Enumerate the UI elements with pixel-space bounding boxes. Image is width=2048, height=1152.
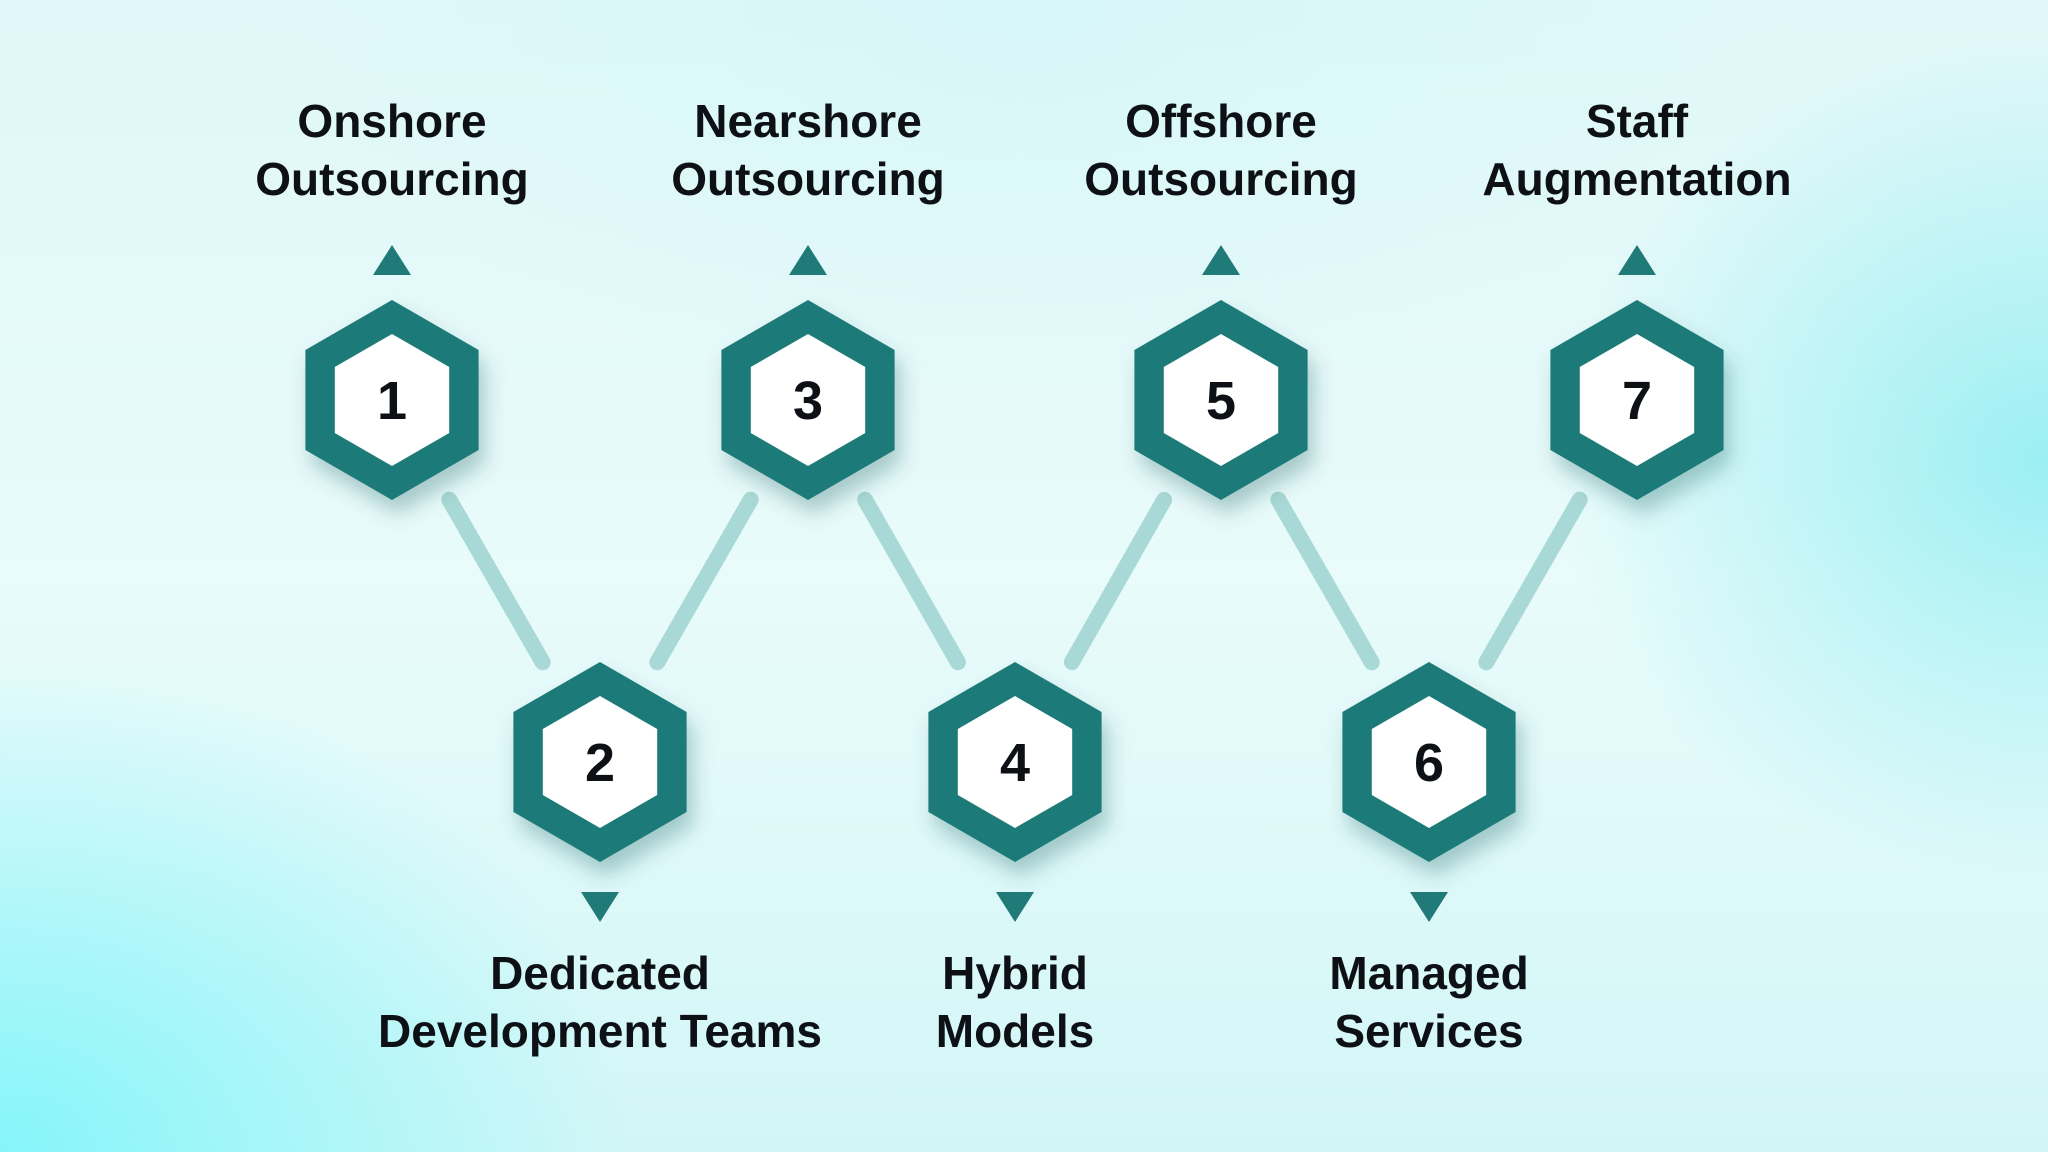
hexagon-inner [1579, 334, 1695, 466]
step-label-line: Onshore [297, 95, 487, 147]
triangle-down-icon [581, 892, 619, 922]
connector-line-6-7 [1478, 491, 1588, 671]
step-number: 6 [1414, 733, 1444, 793]
step-number: 7 [1622, 371, 1652, 431]
hexagon-inner [750, 334, 866, 466]
connector-group [441, 491, 1588, 671]
connector-line-5-6 [1270, 491, 1380, 671]
step-label-line: Outsourcing [671, 153, 945, 205]
step-node-5: 5 [1134, 245, 1308, 500]
triangle-up-icon [789, 245, 827, 275]
triangle-up-icon [1202, 245, 1240, 275]
step-number: 3 [793, 371, 823, 431]
step-label-line: Models [935, 1005, 1095, 1057]
hexagon-inner [1163, 334, 1279, 466]
node-group: 1 2 3 4 5 6 7 [305, 245, 1724, 922]
step-number: 1 [377, 371, 407, 431]
connector-line-2-3 [649, 491, 759, 671]
step-label-line: Nearshore [694, 95, 922, 147]
triangle-down-icon [1410, 892, 1448, 922]
step-label-line: Augmentation [1482, 153, 1792, 205]
step-number: 2 [585, 733, 615, 793]
step-node-2: 2 [513, 662, 687, 922]
step-node-6: 6 [1342, 662, 1516, 922]
hexagon-inner [542, 696, 658, 828]
step-label-line: Dedicated [490, 947, 710, 999]
step-node-4: 4 [928, 662, 1102, 922]
step-number: 5 [1206, 371, 1236, 431]
step-label-line: Services [1334, 1005, 1524, 1057]
step-label-line: Hybrid [942, 947, 1088, 999]
connector-line-1-2 [441, 491, 551, 671]
triangle-down-icon [996, 892, 1034, 922]
step-node-3: 3 [721, 245, 895, 500]
triangle-up-icon [1618, 245, 1656, 275]
step-label-line: Outsourcing [255, 153, 529, 205]
connector-line-3-4 [857, 491, 966, 671]
step-label-line: Staff [1585, 95, 1689, 147]
triangle-up-icon [373, 245, 411, 275]
connector-line-4-5 [1063, 491, 1173, 671]
step-label-line: Outsourcing [1084, 153, 1358, 205]
step-node-1: 1 [305, 245, 479, 500]
hexagon-inner [957, 696, 1073, 828]
hexagon-inner [1371, 696, 1487, 828]
step-number: 4 [1000, 733, 1030, 793]
step-node-7: 7 [1550, 245, 1724, 500]
hexagon-inner [334, 334, 450, 466]
step-label-line: Managed [1329, 947, 1529, 999]
step-label-line: Development Teams [378, 1005, 822, 1057]
step-label-line: Offshore [1125, 95, 1317, 147]
